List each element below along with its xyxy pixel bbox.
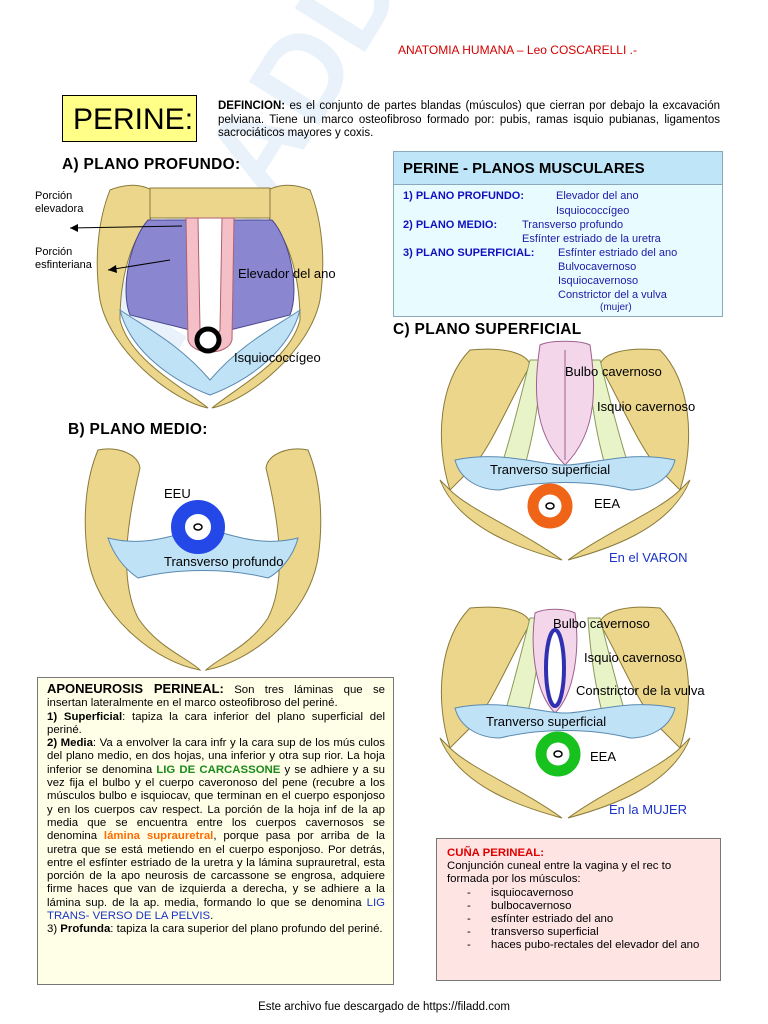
label-transverso-profundo: Transverso profundo <box>164 554 284 569</box>
label-isquio-cavernoso-mujer: Isquio cavernoso <box>584 650 683 665</box>
elevador-ano-muscle <box>125 219 191 331</box>
s2-num: 2) <box>47 737 61 750</box>
s3-text: : tapiza la cara superior del plano prof… <box>110 923 383 936</box>
transverso-superficial-muscle-mujer <box>454 704 676 739</box>
label-porcion-elevadora: Porción elevadora <box>35 190 84 215</box>
p1-a: Elevador del ano <box>556 190 639 202</box>
definition: DEFINCION: es el conjunto de partes blan… <box>218 100 720 141</box>
cuna-item: esfínter estriado del ano <box>447 913 710 926</box>
caption-mujer: En la MUJER <box>609 802 688 817</box>
plano-profundo-heading: A) PLANO PROFUNDO: <box>62 156 241 173</box>
s2-end: . <box>210 910 214 923</box>
label-porcion-esfinteriana: Porción esfinteriana <box>35 246 92 271</box>
p3-b: Bulvocavernoso <box>558 261 637 273</box>
page-header: ANATOMIA HUMANA – Leo COSCARELLI .- <box>398 43 637 57</box>
lig-carcassone: LIG DE CARCASSONE <box>156 763 281 776</box>
aponeurosis-box: APONEUROSIS PERINEAL: Son tres láminas q… <box>37 677 394 985</box>
p3-c: Isquiocavernoso <box>558 275 639 287</box>
cuna-item: haces pubo-rectales del elevador del ano <box>447 939 710 952</box>
cuna-text: Conjunción cuneal entre la vagina y el r… <box>447 860 672 886</box>
pubis-bar <box>149 187 271 219</box>
s1-text: : tapiza la cara inferior del plano supe… <box>47 710 385 736</box>
cuna-list: isquiocavernoso bulbocavernoso esfínter … <box>447 887 710 953</box>
cuna-item: transverso superficial <box>447 926 710 939</box>
plano-profundo-figure <box>96 184 324 409</box>
label-isquio-cavernoso-varon: Isquio cavernoso <box>597 399 696 414</box>
plano-medio-heading: B) PLANO MEDIO: <box>68 421 208 438</box>
label-constrictor-vulva: Constrictor de la vulva <box>576 683 705 698</box>
cuna-title: CUÑA PERINEAL: <box>447 847 545 859</box>
plano-superficial-varon-figure <box>439 340 691 561</box>
cuna-item: bulbocavernoso <box>447 900 710 913</box>
label-transverso-superficial-mujer: Tranverso superficial <box>486 714 607 729</box>
cuna-item: isquiocavernoso <box>447 887 710 900</box>
p3-d: Constrictor del a vulva <box>558 289 667 301</box>
s1-num: 1) <box>47 710 64 723</box>
s2-text-b: y se adhiere y a su vez fija el bulbo y … <box>47 763 385 843</box>
label-eea-varon: EEA <box>594 496 621 511</box>
p2-b: Esfínter estriado de la uretra <box>522 233 661 245</box>
p3-label: 3) PLANO SUPERFICIAL: <box>403 247 535 259</box>
planos-box-title: PERINE - PLANOS MUSCULARES <box>394 152 722 185</box>
label-eea-mujer: EEA <box>590 749 617 764</box>
p1-label: 1) PLANO PROFUNDO: <box>403 190 524 202</box>
p3-e: (mujer) <box>600 302 632 313</box>
s2-label: Media <box>60 737 93 750</box>
definition-label: DEFINCION: <box>218 100 286 112</box>
plano-superficial-heading: C) PLANO SUPERFICIAL <box>393 321 582 338</box>
label-bulbo-cavernoso-mujer: Bulbo cavernoso <box>553 616 650 631</box>
page-title: PERINE: <box>62 95 197 142</box>
label-bulbo-cavernoso-varon: Bulbo cavernoso <box>565 364 662 379</box>
anus-ring <box>194 326 222 354</box>
aponeurosis-title: APONEUROSIS PERINEAL: <box>47 681 224 696</box>
planos-musculares-box: PERINE - PLANOS MUSCULARES 1) PLANO PROF… <box>393 151 723 317</box>
transverso-superficial-muscle-varon <box>454 456 676 491</box>
definition-text: es el conjunto de partes blandas (múscul… <box>218 100 720 139</box>
label-isquiococcigeo: Isquiococcígeo <box>234 350 321 365</box>
isquiococcigeo-muscle <box>119 308 301 396</box>
aponeurosis-intro: Son tres láminas que se insertan lateral… <box>47 684 385 710</box>
lamina-suprauretral: lámina suprauretral <box>103 830 214 843</box>
footer-source[interactable]: Este archivo fue descargado de https://f… <box>258 1001 510 1013</box>
label-elevador-ano: Elevador del ano <box>238 266 336 281</box>
plano-medio-figure <box>84 448 322 671</box>
s2-text-c: , porque pasa por arriba de la uretra qu… <box>47 830 385 909</box>
p1-b: Isquiococcígeo <box>556 205 630 217</box>
plano-superficial-mujer-figure <box>439 606 691 819</box>
vulva-opening <box>544 628 566 708</box>
caption-varon: En el VARON <box>609 550 688 565</box>
s3-num: 3) <box>47 923 61 936</box>
label-eeu: EEU <box>164 486 191 501</box>
lig-transverso-pelvis: LIG TRANS- VERSO DE LA PELVIS <box>47 896 385 923</box>
cuna-perineal-box: CUÑA PERINEAL: Conjunción cuneal entre l… <box>436 838 721 981</box>
label-transverso-superficial-varon: Tranverso superficial <box>490 462 611 477</box>
p2-a: Transverso profundo <box>522 219 624 231</box>
p2-label: 2) PLANO MEDIO: <box>403 219 498 231</box>
s2-text-a: : Va a envolver la cara infr y la cara s… <box>47 737 385 776</box>
pointer-arrows <box>69 224 183 273</box>
s3-label: Profunda <box>60 923 111 936</box>
s1-label: Superficial <box>63 710 123 723</box>
p3-a: Esfínter estriado del ano <box>558 247 678 259</box>
